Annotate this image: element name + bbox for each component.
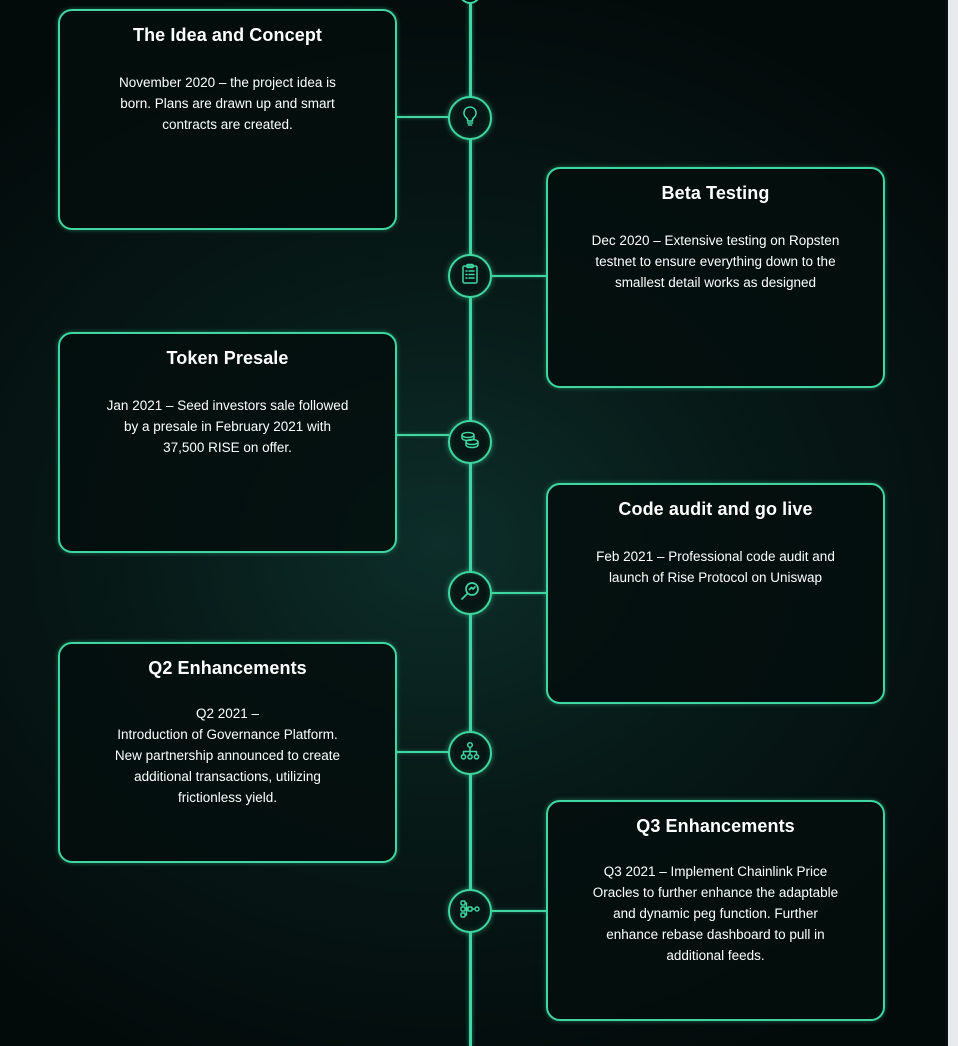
timeline-node: [448, 254, 492, 298]
coins-icon: [458, 428, 482, 457]
timeline-card: Q2 Enhancements Q2 2021 – Introduction o…: [58, 642, 397, 863]
timeline-card: Code audit and go live Feb 2021 – Profes…: [546, 483, 885, 704]
card-body: Jan 2021 – Seed investors sale followed …: [106, 398, 349, 455]
connector: [490, 910, 547, 912]
connector: [490, 275, 547, 277]
timeline-node: [448, 96, 492, 140]
connector: [395, 751, 449, 753]
magnifier-icon: [458, 579, 482, 608]
timeline-node: [448, 571, 492, 615]
frame-edge-line: [946, 0, 948, 1046]
clipboard-checklist-icon: [458, 262, 482, 291]
hierarchy-icon: [458, 739, 482, 768]
timeline-line: [469, 0, 472, 1046]
timeline-top-node: [459, 0, 481, 4]
connector: [490, 592, 547, 594]
connector: [395, 434, 449, 436]
timeline-card: The Idea and Concept November 2020 – the…: [58, 9, 397, 230]
timeline-card: Beta Testing Dec 2020 – Extensive testin…: [546, 167, 885, 388]
connector: [395, 116, 449, 118]
card-body: November 2020 – the project idea is born…: [119, 75, 336, 132]
card-body: Q3 2021 – Implement Chainlink Price Orac…: [592, 864, 839, 963]
card-title: Q3 Enhancements: [636, 816, 795, 836]
network-flow-icon: [458, 897, 482, 926]
card-title: The Idea and Concept: [132, 25, 323, 45]
card-title: Beta Testing: [661, 183, 770, 203]
card-title: Token Presale: [166, 348, 289, 368]
timeline-node: [448, 420, 492, 464]
card-title: Q2 Enhancements: [148, 658, 307, 678]
timeline-card: Q3 Enhancements Q3 2021 – Implement Chai…: [546, 800, 885, 1021]
page-edge: [948, 0, 958, 1046]
lightbulb-icon: [458, 104, 482, 133]
card-body: Q2 2021 – Introduction of Governance Pla…: [114, 706, 341, 805]
card-body: Feb 2021 – Professional code audit and l…: [596, 549, 835, 585]
card-body: Dec 2020 – Extensive testing on Ropsten …: [591, 233, 840, 290]
card-title: Code audit and go live: [618, 499, 813, 519]
timeline-node: [448, 731, 492, 775]
timeline-card: Token Presale Jan 2021 – Seed investors …: [58, 332, 397, 553]
timeline-node: [448, 889, 492, 933]
